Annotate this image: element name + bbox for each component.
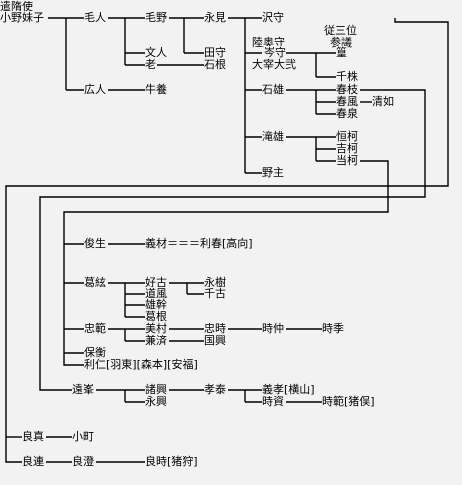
node-bunjin: 文人 bbox=[145, 46, 167, 59]
node-kuzuo: 葛絃 bbox=[84, 276, 106, 289]
node-toshihito: 利仁[羽東][森本][安福] bbox=[84, 358, 198, 371]
node-chifuru: 千古 bbox=[204, 287, 226, 300]
node-yasumori: 保衡 bbox=[84, 346, 106, 359]
node-yoshiki: 義材＝＝＝利春[高向] bbox=[145, 237, 253, 250]
node-yoshitaka2: 義孝[横山] bbox=[262, 383, 315, 396]
node-takamura: 篁 bbox=[336, 46, 347, 59]
node-tsunetaka: 恒柯 bbox=[336, 130, 358, 143]
node-yoshitoki: 良時[猪狩] bbox=[145, 455, 198, 468]
node-haruki: 春枝 bbox=[336, 83, 358, 96]
node-nagami: 永見 bbox=[204, 11, 226, 24]
node-tokisue: 時季 bbox=[322, 322, 344, 335]
node-takio: 滝雄 bbox=[262, 130, 284, 143]
node-komachi: 小町 bbox=[72, 430, 94, 443]
founder-title: 遣隋使 bbox=[0, 0, 33, 13]
node-yoshizumi: 良澄 bbox=[72, 455, 94, 468]
node-tadanori: 忠範 bbox=[84, 322, 106, 335]
node-sawamori: 沢守 bbox=[262, 11, 284, 24]
node-kiyoyuki: 清如 bbox=[372, 95, 394, 108]
rank-sangi: 参議 bbox=[330, 36, 352, 49]
node-tokinaka: 時仲 bbox=[262, 322, 284, 335]
node-takayasu: 孝泰 bbox=[204, 383, 226, 396]
node-tokinori: 時範[猪俣] bbox=[322, 395, 375, 408]
node-roku: 老 bbox=[145, 58, 156, 71]
rank-jusanmi: 従三位 bbox=[324, 24, 357, 37]
node-moroki: 諸興 bbox=[145, 383, 167, 396]
node-chimoto: 千株 bbox=[336, 70, 358, 83]
node-yoshifuru: 好古 bbox=[145, 276, 167, 289]
node-hirohito: 広人 bbox=[84, 83, 106, 96]
node-kunioki: 国興 bbox=[204, 334, 226, 347]
founder-name: 小野妹子 bbox=[0, 11, 44, 24]
node-kemishi: 毛人 bbox=[84, 11, 106, 24]
node-harusen: 春泉 bbox=[336, 107, 358, 120]
node-iwane: 石根 bbox=[204, 58, 226, 71]
node-kanesumi: 兼済 bbox=[145, 334, 167, 347]
node-tomine: 遠峯 bbox=[72, 383, 94, 396]
title-mutsu: 陸奥守 bbox=[252, 36, 285, 49]
node-ushikai: 牛養 bbox=[145, 83, 167, 96]
node-ishio: 石雄 bbox=[262, 83, 284, 96]
node-eiyo: 永興 bbox=[145, 395, 167, 408]
node-michikaze: 道風 bbox=[145, 287, 167, 300]
node-yoshitsura: 良連 bbox=[22, 455, 44, 468]
node-yoshimura: 美村 bbox=[145, 322, 167, 335]
title-dazai: 大宰大弐 bbox=[252, 58, 296, 71]
node-keno: 毛野 bbox=[145, 11, 167, 24]
node-yoshizane: 良真 bbox=[22, 430, 44, 443]
node-omoki: 雄幹 bbox=[145, 298, 167, 311]
node-tamori: 田守 bbox=[204, 46, 226, 59]
node-masataka: 当柯 bbox=[336, 154, 358, 167]
node-harukaze: 春風 bbox=[336, 95, 358, 108]
node-yoshitaka: 吉柯 bbox=[336, 142, 358, 155]
node-nagaki: 永樹 bbox=[204, 276, 226, 289]
node-toshio: 俊生 bbox=[84, 237, 106, 250]
node-kuzune: 葛根 bbox=[145, 310, 167, 323]
node-nonushi: 野主 bbox=[262, 166, 284, 179]
node-minemori: 岑守 bbox=[264, 46, 286, 59]
node-tadatoki: 忠時 bbox=[204, 322, 226, 335]
node-tokisuke: 時資 bbox=[262, 395, 284, 408]
